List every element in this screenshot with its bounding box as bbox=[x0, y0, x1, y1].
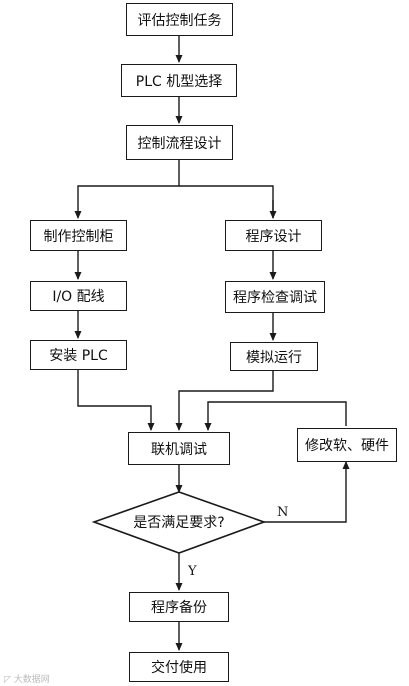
edge-flow-split bbox=[74, 160, 180, 219]
node-joint-debug-label: 联机调试 bbox=[151, 441, 207, 458]
node-plc-selection-label: PLC 机型选择 bbox=[135, 73, 223, 90]
node-make-cabinet: 制作控制柜 bbox=[30, 220, 127, 251]
watermark-text: 大数据网 bbox=[13, 675, 50, 685]
node-install-plc-label: 安装 PLC bbox=[49, 348, 108, 364]
edge-decision-no bbox=[264, 461, 350, 523]
edge-flow-split-right bbox=[179, 185, 274, 218]
node-evaluate-task: 评估控制任务 bbox=[126, 3, 233, 36]
decision-label: 是否满足要求? bbox=[133, 515, 225, 531]
node-io-wiring-label: I/O 配线 bbox=[52, 289, 105, 305]
node-joint-debug: 联机调试 bbox=[128, 432, 230, 465]
edge-simulate-to-joint bbox=[175, 371, 274, 431]
node-deliver-use: 交付使用 bbox=[129, 652, 229, 682]
edge-label-yes: Y bbox=[188, 564, 197, 579]
node-make-cabinet-label: 制作控制柜 bbox=[43, 228, 114, 245]
edge-install-to-joint bbox=[77, 370, 155, 431]
node-program-design: 程序设计 bbox=[225, 220, 322, 251]
node-program-check: 程序检查调试 bbox=[225, 281, 325, 313]
node-simulate-run-label: 模拟运行 bbox=[246, 349, 302, 366]
node-deliver-use-label: 交付使用 bbox=[151, 660, 207, 676]
node-control-flow-design: 控制流程设计 bbox=[126, 125, 233, 160]
node-program-check-label: 程序检查调试 bbox=[233, 290, 317, 306]
edge-label-no: N bbox=[277, 505, 289, 520]
watermark-logo-icon: ◸ bbox=[4, 675, 11, 685]
node-io-wiring: I/O 配线 bbox=[30, 281, 127, 311]
node-plc-selection: PLC 机型选择 bbox=[121, 64, 237, 97]
node-program-backup-label: 程序备份 bbox=[151, 600, 207, 616]
edge-modify-to-joint bbox=[204, 401, 347, 431]
node-simulate-run: 模拟运行 bbox=[230, 342, 318, 371]
node-install-plc: 安装 PLC bbox=[30, 340, 127, 370]
node-evaluate-task-label: 评估控制任务 bbox=[137, 12, 222, 29]
node-program-design-label: 程序设计 bbox=[245, 228, 302, 245]
node-program-backup: 程序备份 bbox=[129, 592, 229, 622]
node-control-flow-design-label: 控制流程设计 bbox=[137, 135, 222, 152]
watermark: ◸ 大数据网 bbox=[4, 672, 50, 685]
node-modify-sw-hw-label: 修改软、硬件 bbox=[305, 438, 389, 454]
decision-diamond bbox=[91, 491, 267, 554]
node-modify-sw-hw: 修改软、硬件 bbox=[297, 428, 397, 462]
